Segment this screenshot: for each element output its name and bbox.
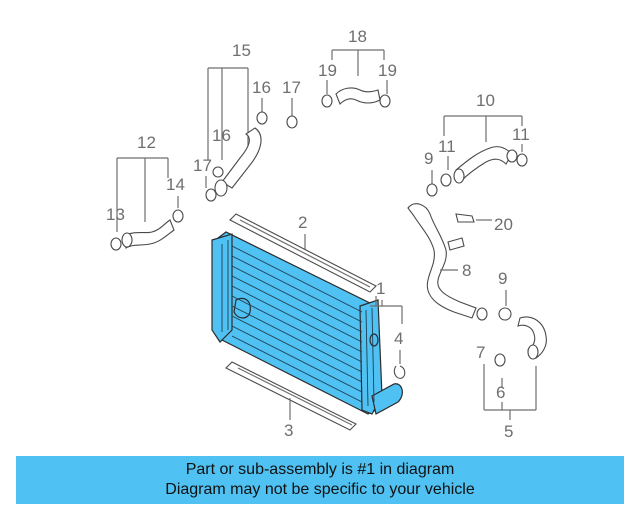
hose-clamp (506, 149, 518, 163)
callout-19-left: 19 (318, 61, 337, 80)
callout-4: 4 (394, 329, 403, 348)
callout-2: 2 (298, 213, 307, 232)
parts-diagram: 15 16 17 16 17 18 19 19 12 13 14 (106, 27, 547, 441)
charge-pipe-8: 20 8 (407, 203, 513, 321)
o-ring (286, 115, 298, 129)
callout-8: 8 (462, 261, 471, 280)
callout-7: 7 (476, 343, 485, 362)
hose-group-10: 10 11 11 9 (424, 91, 530, 197)
callout-9-top: 9 (424, 149, 433, 168)
callout-14: 14 (166, 175, 185, 194)
hose-clamp (453, 168, 465, 184)
hose-clamp (527, 344, 539, 360)
charge-air-pipe (407, 203, 477, 319)
callout-18: 18 (348, 27, 367, 46)
info-banner: Part or sub-assembly is #1 in diagram Di… (16, 456, 624, 504)
mounting-stud (369, 333, 379, 347)
callout-17-bottom: 17 (193, 156, 212, 175)
callout-10: 10 (476, 91, 495, 110)
hose-clamp (256, 111, 268, 125)
callout-5: 5 (504, 422, 513, 441)
hose-clamp (214, 179, 228, 197)
intercooler (211, 231, 403, 415)
callout-1: 1 (376, 279, 385, 298)
o-ring (476, 307, 488, 321)
callout-16-bottom: 16 (212, 126, 231, 145)
o-ring (440, 173, 452, 187)
banner-line-1: Part or sub-assembly is #1 in diagram (185, 461, 455, 478)
callout-group-1-4: 1 4 (370, 279, 406, 379)
o-ring (498, 307, 512, 321)
o-ring (205, 188, 217, 202)
callout-13: 13 (106, 205, 125, 224)
o-ring (426, 183, 438, 197)
o-ring (516, 153, 528, 167)
cooling-fins (221, 240, 375, 407)
o-ring (172, 209, 184, 223)
callout-19-right: 19 (378, 61, 397, 80)
outlet-pipe (371, 383, 403, 415)
callout-15: 15 (232, 41, 251, 60)
retaining-clip (393, 365, 406, 379)
pipe-bracket (447, 237, 465, 251)
banner-line-2: Diagram may not be specific to your vehi… (165, 481, 475, 498)
air-guide-bottom: 3 (225, 361, 357, 440)
hose-group-5: 9 7 6 5 (476, 269, 547, 441)
callout-11-right: 11 (512, 125, 530, 144)
hose-group-18: 18 19 19 (318, 27, 397, 108)
air-guide (225, 361, 357, 431)
hose-clamp (121, 232, 133, 248)
o-ring (110, 237, 122, 251)
callout-17-top: 17 (282, 78, 301, 97)
connecting-hose (335, 87, 381, 105)
o-ring (379, 94, 391, 108)
hose-group-12: 12 13 14 (106, 133, 185, 251)
callout-11-left: 11 (438, 137, 456, 156)
hose-group-15: 15 16 17 16 17 (193, 41, 301, 202)
pressure-sensor (455, 213, 475, 223)
callout-20: 20 (494, 215, 513, 234)
callout-9-bottom: 9 (498, 269, 507, 288)
charge-air-hose (123, 219, 175, 249)
callout-12: 12 (137, 133, 156, 152)
charge-air-hose (455, 146, 513, 184)
o-ring (494, 353, 506, 367)
callout-16-top: 16 (252, 78, 271, 97)
hose-clamp (212, 166, 224, 178)
callout-6: 6 (496, 383, 505, 402)
air-guide-top: 2 (229, 213, 377, 293)
callout-3: 3 (284, 421, 293, 440)
o-ring (321, 94, 333, 108)
